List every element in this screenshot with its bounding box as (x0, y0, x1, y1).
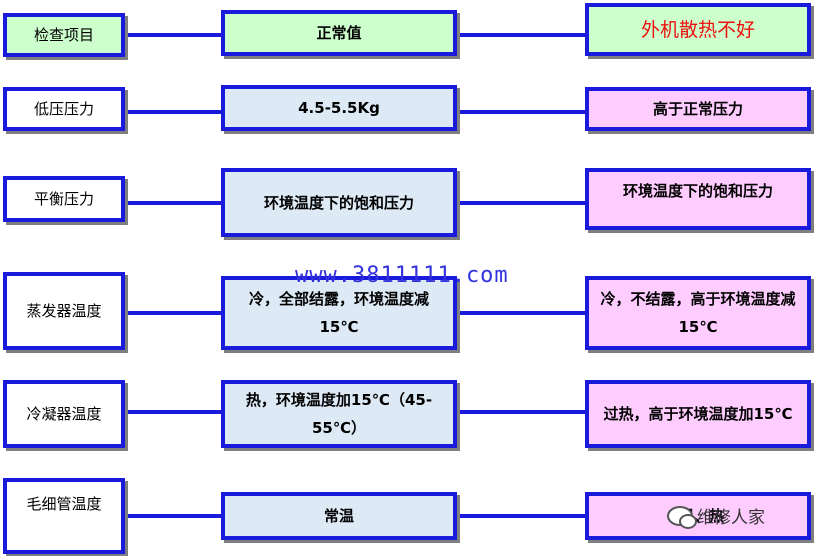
fault-value-box: 过热，高于环境温度加15℃ (585, 380, 811, 448)
item-box: 平衡压力 (3, 176, 125, 222)
connector (124, 311, 222, 315)
normal-value-box: 4.5-5.5Kg (221, 85, 457, 131)
normal-value-box: 热，环境温度加15℃（45-55℃） (221, 380, 457, 448)
header-normal-label: 正常值 (316, 24, 362, 42)
fault-value-box: 高于正常压力 (585, 87, 811, 131)
fault-value-label: 高于正常压力 (652, 100, 743, 118)
connector (456, 201, 586, 205)
connector (124, 110, 222, 114)
connector (456, 110, 586, 114)
normal-value-box: 常温 (221, 492, 457, 540)
normal-value-label: 4.5-5.5Kg (298, 99, 380, 117)
fault-value-box: 环境温度下的饱和压力 (585, 168, 811, 230)
connector (124, 514, 222, 518)
watermark-url: www.3811111.com (295, 263, 509, 288)
normal-value-label: 常温 (323, 507, 354, 525)
item-label: 平衡压力 (33, 190, 94, 208)
normal-value-label: 冷，全部结露，环境温度减15℃ (248, 290, 429, 336)
connector (124, 33, 222, 37)
fault-value-box: 冷，不结露，高于环境温度减15℃ (585, 276, 811, 350)
item-box: 蒸发器温度 (3, 272, 125, 350)
normal-value-label: 热，环境温度加15℃（45-55℃） (245, 391, 433, 437)
connector (124, 410, 222, 414)
header-fault-label: 外机散热不好 (640, 18, 755, 41)
item-box: 低压压力 (3, 87, 125, 131)
item-box: 毛细管温度 (3, 478, 125, 554)
fault-value-label: 冷，不结露，高于环境温度减15℃ (600, 290, 796, 336)
connector (456, 311, 586, 315)
wechat-icon (667, 505, 697, 529)
watermark-badge: 维修人家 (667, 503, 765, 529)
item-label: 冷凝器温度 (26, 405, 102, 423)
watermark-badge-label: 维修人家 (697, 508, 765, 528)
normal-value-box: 冷，全部结露，环境温度减15℃ (221, 276, 457, 350)
normal-value-box: 环境温度下的饱和压力 (221, 168, 457, 237)
connector (124, 201, 222, 205)
fault-value-label: 环境温度下的饱和压力 (622, 182, 773, 200)
item-label: 蒸发器温度 (26, 302, 102, 320)
header-normal-box: 正常值 (221, 10, 457, 56)
item-label: 毛细管温度 (26, 495, 102, 513)
normal-value-label: 环境温度下的饱和压力 (263, 193, 414, 212)
header-item-label: 检查项目 (33, 26, 94, 44)
header-item-box: 检查项目 (3, 13, 125, 57)
header-fault-box: 外机散热不好 (585, 3, 811, 56)
fault-value-label: 过热，高于环境温度加15℃ (603, 405, 793, 423)
item-label: 低压压力 (33, 100, 94, 118)
connector (456, 33, 586, 37)
item-box: 冷凝器温度 (3, 380, 125, 448)
connector (456, 410, 586, 414)
connector (456, 514, 586, 518)
